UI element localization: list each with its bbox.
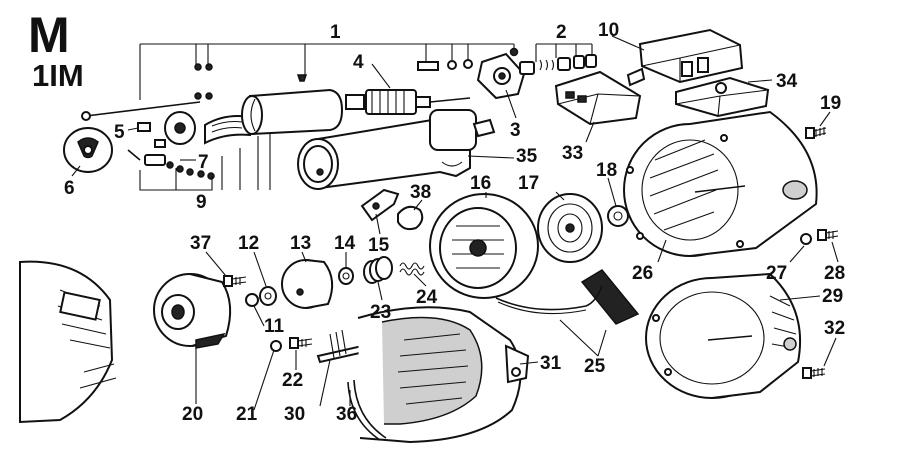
screw-28 bbox=[817, 229, 839, 241]
part-label-10: 10 bbox=[598, 20, 619, 41]
part-label-26: 26 bbox=[632, 263, 653, 284]
part-label-32: 32 bbox=[824, 318, 845, 339]
part-label-28: 28 bbox=[824, 263, 845, 284]
part-label-19: 19 bbox=[820, 93, 841, 114]
part-label-21: 21 bbox=[236, 404, 258, 425]
screw-37 bbox=[223, 275, 247, 287]
part-label-31: 31 bbox=[540, 353, 562, 374]
part-label-33: 33 bbox=[562, 143, 583, 164]
part-label-36: 36 bbox=[336, 404, 357, 425]
part-label-9: 9 bbox=[196, 192, 207, 213]
part-label-24: 24 bbox=[416, 287, 438, 308]
part-label-35: 35 bbox=[516, 146, 538, 167]
bolt-19 bbox=[805, 127, 827, 139]
spring-23 bbox=[363, 256, 393, 284]
part-label-18: 18 bbox=[596, 160, 617, 181]
part-label-16: 16 bbox=[470, 173, 491, 194]
starter-motor-assembly bbox=[297, 109, 496, 190]
part-label-4: 4 bbox=[353, 52, 364, 73]
part-label-2: 2 bbox=[556, 22, 567, 43]
part-label-34: 34 bbox=[776, 71, 798, 92]
cooling-shroud bbox=[357, 306, 530, 444]
part-label-38: 38 bbox=[410, 182, 431, 203]
part-label-13: 13 bbox=[290, 233, 311, 254]
regulator-box bbox=[626, 28, 744, 87]
part-label-30: 30 bbox=[284, 404, 305, 425]
spring-24 bbox=[399, 262, 425, 276]
starter-yoke bbox=[241, 88, 344, 136]
part-label-15: 15 bbox=[368, 235, 390, 256]
clip-38 bbox=[397, 205, 424, 231]
part-label-23: 23 bbox=[370, 302, 391, 323]
part-label-3: 3 bbox=[510, 120, 521, 141]
section-letter: M bbox=[28, 7, 70, 63]
part-label-6: 6 bbox=[64, 178, 75, 199]
drive-end-plate bbox=[476, 52, 526, 100]
section-code: 1IM bbox=[32, 58, 84, 93]
part-label-27: 27 bbox=[766, 263, 787, 284]
part-label-17: 17 bbox=[518, 173, 539, 194]
part-label-7: 7 bbox=[198, 152, 209, 173]
rear-cover bbox=[645, 272, 802, 399]
drawing bbox=[19, 28, 839, 444]
gasket-36 bbox=[347, 381, 381, 441]
part-label-14: 14 bbox=[334, 233, 356, 254]
shaft-30 bbox=[316, 329, 366, 364]
wiring-harness bbox=[495, 269, 640, 325]
part-label-29: 29 bbox=[822, 286, 843, 307]
engine-casing-fragment bbox=[19, 260, 117, 424]
part-label-1: 1 bbox=[330, 22, 341, 43]
end-cap-part bbox=[63, 127, 113, 173]
drive-sleeve bbox=[281, 259, 334, 309]
pulley-hub bbox=[153, 273, 232, 349]
bracket-15 bbox=[360, 188, 400, 222]
brush-plate bbox=[164, 111, 251, 145]
stator-part bbox=[537, 193, 603, 263]
cover-plate bbox=[675, 76, 770, 118]
pinion-set bbox=[519, 54, 597, 75]
alternator-housing bbox=[623, 110, 818, 257]
part-label-37: 37 bbox=[190, 233, 211, 254]
screw-32 bbox=[802, 367, 826, 379]
rotor-fan bbox=[429, 193, 539, 299]
part-label-25: 25 bbox=[584, 356, 606, 377]
part-label-11: 11 bbox=[264, 316, 285, 337]
part-label-5: 5 bbox=[114, 122, 125, 143]
part-number-labels: 1 2 3 4 5 6 7 9 10 11 12 13 14 15 16 17 … bbox=[64, 20, 845, 425]
relay-box bbox=[554, 70, 642, 126]
part-label-12: 12 bbox=[238, 233, 259, 254]
part-label-20: 20 bbox=[182, 404, 203, 425]
armature-part bbox=[345, 89, 471, 115]
part-label-22: 22 bbox=[282, 370, 303, 391]
leader-lines bbox=[71, 35, 839, 411]
brush-holder-bits bbox=[127, 149, 215, 180]
screw-22 bbox=[289, 337, 313, 349]
